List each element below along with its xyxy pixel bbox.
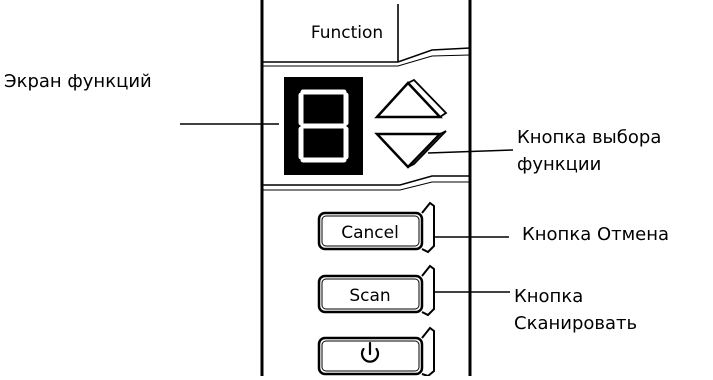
callout-function-select-line2: функции xyxy=(517,154,602,175)
leader-function-select xyxy=(427,149,514,154)
scan-button[interactable]: Scan xyxy=(317,264,435,317)
function-label: Function xyxy=(311,23,383,43)
cancel-button[interactable]: Cancel xyxy=(317,201,435,254)
power-icon xyxy=(360,341,380,363)
cancel-button-label: Cancel xyxy=(341,223,399,243)
upper-bevel-line-2 xyxy=(262,54,471,67)
callout-cancel: Кнопка Отмена xyxy=(522,224,670,245)
down-arrow-button[interactable] xyxy=(374,130,447,169)
upper-bevel-line xyxy=(262,47,471,63)
callout-function-select-line1: Кнопка выбора xyxy=(517,127,662,148)
lower-bevel-line-2 xyxy=(262,181,470,191)
up-arrow-button[interactable] xyxy=(374,78,448,119)
scan-button-label: Scan xyxy=(349,286,390,306)
lower-bevel-line xyxy=(262,175,470,186)
callout-scan-line1: Кнопка xyxy=(514,286,584,307)
callout-function-screen: Экран функций xyxy=(4,71,152,92)
display-digit-8 xyxy=(298,89,349,163)
callout-scan-line2: Сканировать xyxy=(514,313,638,334)
power-button[interactable] xyxy=(317,326,435,378)
